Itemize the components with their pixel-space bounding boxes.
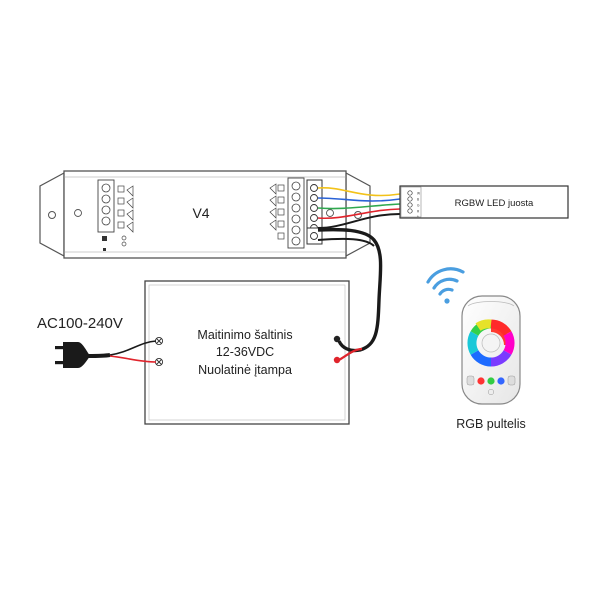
dc-output-negative: [333, 335, 341, 343]
power-supply-body: [144, 280, 350, 425]
remote-button-green[interactable]: [487, 377, 495, 385]
plug-prong-bottom: [55, 361, 64, 365]
led-strip-label: RGBW LED juosta: [455, 198, 534, 209]
wire-black: [317, 213, 401, 229]
pin-label-r: R: [417, 210, 420, 214]
remote-button-right[interactable]: [507, 375, 516, 386]
rgb-remote: RGB pultelis: [456, 295, 526, 431]
input-symbols: [117, 185, 134, 247]
mains-cable: [87, 353, 111, 358]
wire-blue: [317, 197, 401, 202]
dc-output-positive: [333, 356, 341, 364]
remote-buttons[interactable]: [466, 375, 516, 396]
led-wires: [317, 187, 401, 229]
power-supply: Maitinimo šaltinis 12-36VDC Nuolatinė įt…: [144, 280, 350, 425]
wire-yellow: [317, 187, 401, 197]
dc-wire-black: [317, 227, 383, 353]
power-supply-line1: Maitinimo šaltinis: [197, 328, 292, 342]
remote-button-left[interactable]: [466, 375, 475, 386]
remote-button-blue[interactable]: [497, 377, 505, 385]
controller: V4: [39, 170, 371, 259]
led-strip-pins: [407, 190, 413, 214]
wifi-signal-icon: [426, 267, 465, 304]
pin-label-w: W: [417, 192, 420, 196]
color-wheel[interactable]: [467, 319, 515, 367]
remote-label: RGB pultelis: [456, 417, 525, 431]
pin-label-b: B: [417, 198, 419, 202]
led-strip-body: [399, 185, 569, 219]
indicator-led: [103, 248, 106, 251]
mains-plug: AC100-240V: [37, 315, 157, 368]
screw-icon: [326, 209, 334, 217]
wire-green: [317, 203, 401, 210]
plug-prong-top: [55, 346, 64, 350]
pin-label-g: G: [417, 204, 420, 208]
output-symbols: [269, 183, 285, 240]
match-button[interactable]: [102, 236, 107, 241]
ac-input-terminal: [154, 336, 164, 367]
input-terminal-block: [97, 179, 115, 233]
controller-model: V4: [192, 205, 209, 221]
mains-wire-black: [109, 340, 157, 356]
plug-body: [63, 342, 90, 368]
dc-wire-red: [338, 347, 363, 361]
pin-label-plus: +: [417, 215, 419, 219]
mains-label: AC100-240V: [37, 315, 123, 332]
screw-icon: [74, 209, 82, 217]
mounting-hole-left: [48, 211, 56, 219]
output-connector: [306, 179, 323, 245]
power-supply-inner: [148, 284, 346, 421]
led-strip-pad-area: [400, 186, 422, 218]
remote-button-red[interactable]: [477, 377, 485, 385]
mains-wire-red: [109, 355, 157, 363]
remote-button-white[interactable]: [487, 388, 495, 396]
wire-red: [317, 208, 401, 220]
dc-wires: [317, 227, 383, 361]
led-strip: W B G R + RGBW LED juosta: [399, 185, 569, 219]
power-supply-line3: Nuolatinė įtampa: [198, 363, 292, 377]
output-terminal-block: [287, 177, 305, 249]
power-supply-line2: 12-36VDC: [216, 345, 274, 359]
dc-wire-black-extra: [317, 237, 375, 247]
